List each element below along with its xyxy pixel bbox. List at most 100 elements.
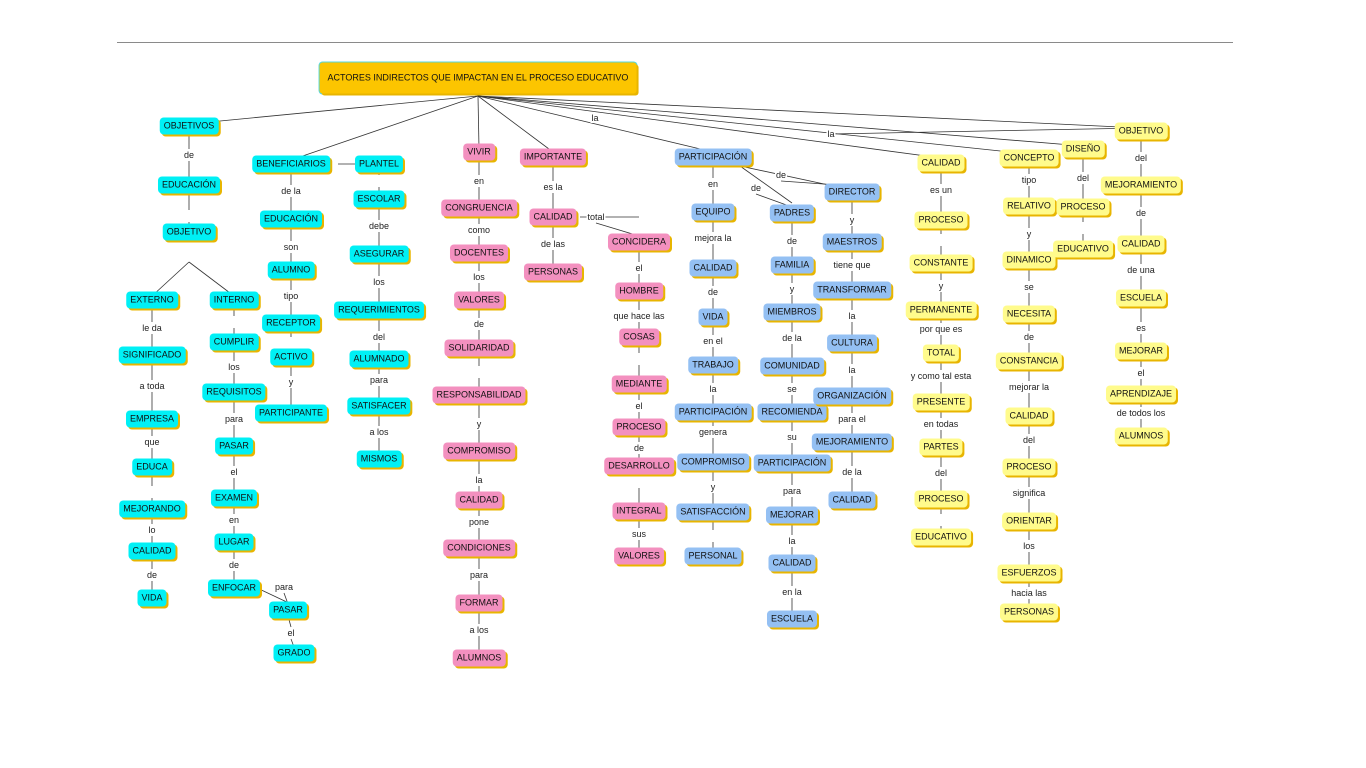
concept-node[interactable]: EQUIPO [691,203,735,221]
concept-node[interactable]: PROCESO [914,211,968,229]
concept-node[interactable]: COMUNIDAD [760,357,824,375]
concept-node[interactable]: TRANSFORMAR [813,281,891,299]
concept-node[interactable]: MIEMBROS [763,303,821,321]
concept-node[interactable]: CALIDAD [828,491,876,509]
concept-node[interactable]: CUMPLIR [209,333,259,351]
concept-node[interactable]: VIDA [698,308,728,326]
concept-node[interactable]: DISEÑO [1061,140,1105,158]
concept-node[interactable]: OBJETIVO [162,223,216,241]
concept-node[interactable]: EDUCA [132,458,172,476]
concept-node[interactable]: EXAMEN [210,489,258,507]
concept-node[interactable]: TRABAJO [688,356,738,374]
concept-node[interactable]: PRESENTE [912,393,970,411]
concept-node[interactable]: CALIDAD [455,491,503,509]
concept-node[interactable]: CALIDAD [128,542,176,560]
concept-node[interactable]: OBJETIVOS [159,117,219,135]
concept-node[interactable]: ESCOLAR [353,190,405,208]
concept-node[interactable]: MEJORANDO [119,500,185,518]
concept-node[interactable]: CALIDAD [768,554,816,572]
concept-node[interactable]: MEJORAR [765,506,819,524]
concept-node[interactable]: CONDICIONES [443,539,515,557]
concept-node[interactable]: VALORES [614,547,664,565]
concept-node[interactable]: PERMANENTE [905,301,977,319]
concept-node[interactable]: RESPONSABILIDAD [432,386,526,404]
concept-node[interactable]: REQUERIMIENTOS [334,301,424,319]
concept-node[interactable]: ESFUERZOS [997,564,1061,582]
concept-node[interactable]: VIVIR [463,143,495,161]
concept-node[interactable]: ESCUELA [766,610,818,628]
concept-node[interactable]: EXTERNO [126,291,178,309]
concept-node[interactable]: RECOMIENDA [757,403,827,421]
concept-node[interactable]: SATISFACER [347,397,411,415]
concept-node[interactable]: CALIDAD [917,154,965,172]
concept-node[interactable]: EMPRESA [125,410,179,428]
concept-node[interactable]: CALIDAD [1117,235,1165,253]
concept-node[interactable]: COSAS [619,328,659,346]
concept-node[interactable]: PERSONAL [684,547,742,565]
concept-node[interactable]: HOMBRE [615,282,663,300]
concept-node[interactable]: ALUMNADO [349,350,409,368]
concept-node[interactable]: COMPROMISO [443,442,515,460]
concept-node[interactable]: PROCESO [1056,198,1110,216]
concept-node[interactable]: ESCUELA [1115,289,1167,307]
concept-node[interactable]: LUGAR [214,533,254,551]
concept-node[interactable]: EDUCACIÓN [259,210,323,228]
concept-node[interactable]: APRENDIZAJE [1105,385,1177,403]
concept-node[interactable]: CONCEPTO [999,149,1059,167]
concept-node[interactable]: CALIDAD [529,208,577,226]
concept-node[interactable]: MEDIANTE [611,375,667,393]
concept-node[interactable]: MAESTROS [822,233,882,251]
concept-node[interactable]: SATISFACCIÓN [676,503,750,521]
concept-node[interactable]: PADRES [769,204,815,222]
concept-node[interactable]: REQUISITOS [202,383,266,401]
concept-node[interactable]: INTERNO [209,291,259,309]
concept-node[interactable]: PARTICIPACIÓN [674,403,752,421]
concept-node[interactable]: EDUCACIÓN [157,176,221,194]
concept-node[interactable]: VALORES [454,291,504,309]
concept-node[interactable]: PLANTEL [354,155,404,173]
concept-node[interactable]: PROCESO [1002,458,1056,476]
concept-node[interactable]: ACTIVO [270,348,312,366]
concept-node[interactable]: ORGANIZACIÓN [813,387,891,405]
concept-node[interactable]: SOLIDARIDAD [444,339,514,357]
concept-node[interactable]: FAMILIA [770,256,814,274]
concept-node[interactable]: CALIDAD [1005,407,1053,425]
concept-node[interactable]: PERSONAS [523,263,583,281]
concept-node[interactable]: ALUMNOS [452,649,506,667]
concept-node[interactable]: MISMOS [356,450,402,468]
concept-node[interactable]: CULTURA [827,334,877,352]
concept-node[interactable]: DOCENTES [449,244,509,262]
concept-node[interactable]: ASEGURAR [349,245,409,263]
concept-node[interactable]: PROCESO [612,418,666,436]
concept-node[interactable]: INTEGRAL [612,502,666,520]
concept-node[interactable]: ALUMNOS [1114,427,1168,445]
root-node[interactable]: ACTORES INDIRECTOS QUE IMPACTAN EN EL PR… [319,62,637,94]
concept-node[interactable]: MEJORAR [1114,342,1168,360]
concept-node[interactable]: ORIENTAR [1002,512,1056,530]
concept-node[interactable]: PERSONAS [999,603,1059,621]
concept-node[interactable]: ALUMNO [267,261,315,279]
concept-node[interactable]: CONSTANTE [909,254,973,272]
concept-node[interactable]: IMPORTANTE [519,148,587,166]
concept-node[interactable]: CALIDAD [689,259,737,277]
concept-node[interactable]: PARTES [919,438,963,456]
concept-node[interactable]: GRADO [273,644,315,662]
concept-node[interactable]: COMPROMISO [677,453,749,471]
concept-node[interactable]: SIGNIFICADO [118,346,186,364]
concept-node[interactable]: TOTAL [922,344,960,362]
concept-node[interactable]: EDUCATIVO [1053,240,1113,258]
concept-node[interactable]: CONCIDERA [607,233,671,251]
concept-node[interactable]: PASAR [269,601,307,619]
concept-node[interactable]: MEJORAMIENTO [1100,176,1182,194]
concept-node[interactable]: CONGRUENCIA [441,199,517,217]
concept-node[interactable]: CONSTANCIA [995,352,1063,370]
concept-node[interactable]: EDUCATIVO [911,528,971,546]
concept-node[interactable]: PARTICIPANTE [254,404,328,422]
concept-node[interactable]: VIDA [137,589,167,607]
concept-node[interactable]: PASAR [215,437,253,455]
concept-node[interactable]: PARTICIPACIÓN [674,148,752,166]
concept-node[interactable]: BENEFICIARIOS [252,155,330,173]
concept-node[interactable]: DESARROLLO [604,457,674,475]
concept-node[interactable]: RELATIVO [1003,197,1055,215]
concept-node[interactable]: DINAMICO [1002,251,1056,269]
